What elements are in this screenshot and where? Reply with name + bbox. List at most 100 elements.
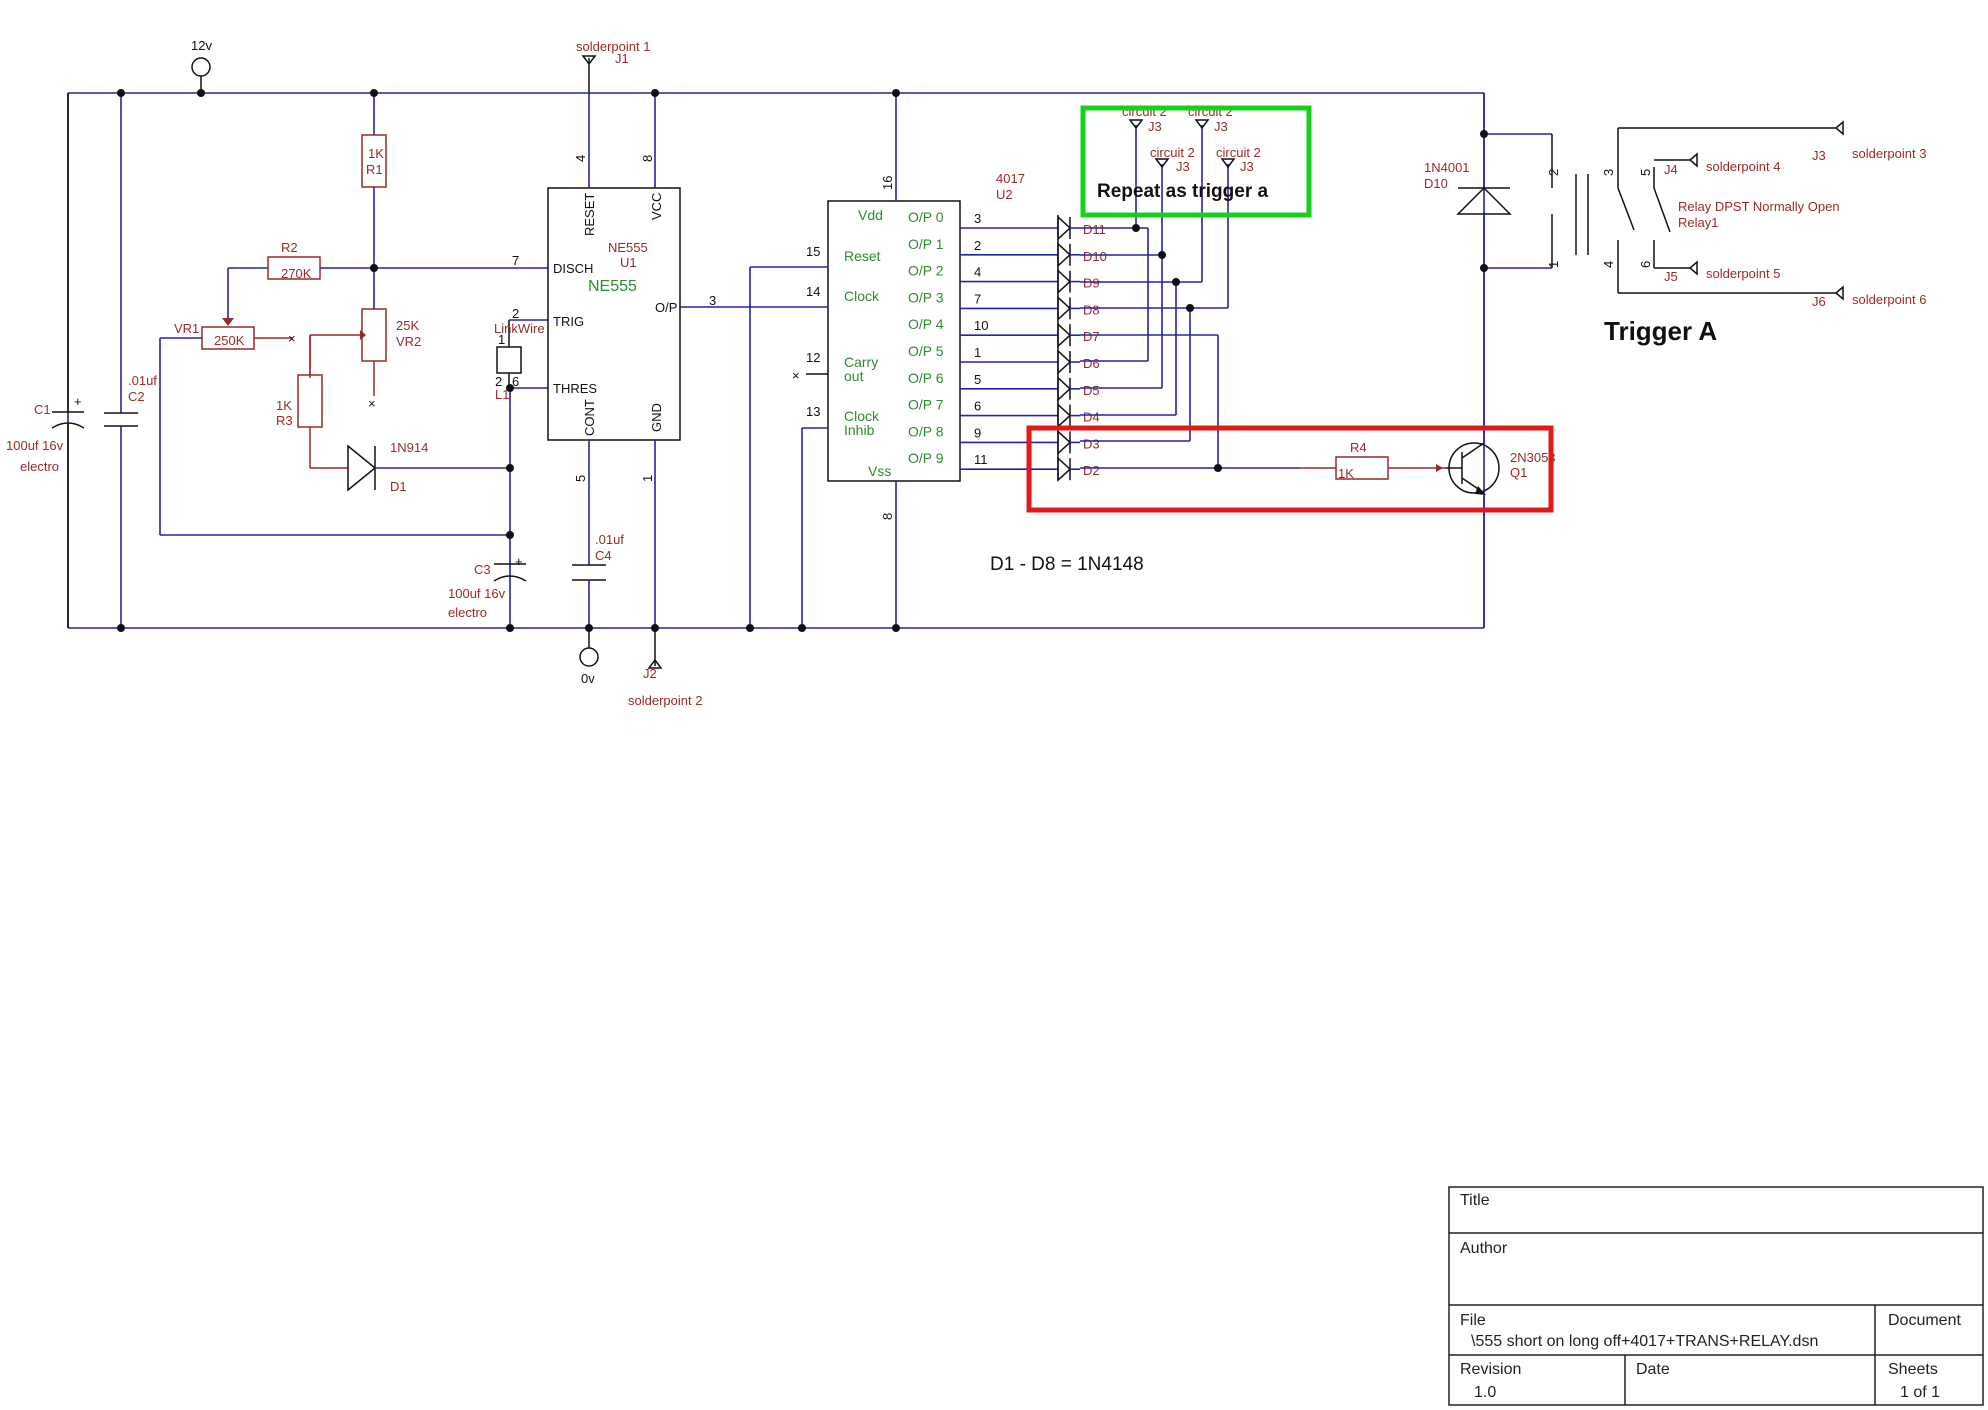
ic-ne555: NE555 U1 NE555 DISCH TRIG THRES O/P RESE… xyxy=(512,93,750,628)
file-label: File xyxy=(1460,1312,1486,1329)
circuit2-label-4: circuit 2 xyxy=(1216,145,1261,160)
u2-output-5-pinnum: 1 xyxy=(974,345,981,360)
circuit2-ref-1: J3 xyxy=(1148,119,1162,134)
date-label: Date xyxy=(1636,1361,1670,1378)
j1-ref: J1 xyxy=(615,51,629,66)
vr1-ref: VR1 xyxy=(174,321,199,336)
supply-rails xyxy=(67,92,1485,629)
circuit2-label-3: circuit 2 xyxy=(1150,145,1195,160)
c3-ref: C3 xyxy=(474,562,491,577)
r2-ref: R2 xyxy=(281,240,298,255)
u1-pinnum-8: 8 xyxy=(640,155,655,162)
diode-label-5: D6 xyxy=(1083,356,1100,371)
sheets-label: Sheets xyxy=(1888,1361,1938,1378)
relay-pin-3: 3 xyxy=(1601,169,1616,176)
u2-output-7-label: O/P 7 xyxy=(908,397,944,413)
j5-ref: J5 xyxy=(1664,269,1678,284)
relay-1: 2 3 5 1 4 6 Relay DPST Normally Open Rel… xyxy=(1484,120,1844,301)
u1-pin-thres: THRES xyxy=(553,381,597,396)
relay-pin-4: 4 xyxy=(1601,261,1616,268)
circuit2-ref-2: J3 xyxy=(1214,119,1228,134)
u2-output-5-label: O/P 5 xyxy=(908,343,944,359)
vr2-ref: VR2 xyxy=(396,334,421,349)
u2-output-7-pinnum: 6 xyxy=(974,399,981,414)
d1-ref: D1 xyxy=(390,479,407,494)
q1-value: 2N3053 xyxy=(1510,450,1556,465)
diode-d4: D4 xyxy=(1057,402,1100,429)
c2-value: .01uf xyxy=(128,373,157,388)
u1-pinnum-1: 1 xyxy=(640,475,655,482)
d10-value: 1N4001 xyxy=(1424,160,1470,175)
u2-output-4-pinnum: 10 xyxy=(974,318,988,333)
u2-output-9-pinnum: 11 xyxy=(974,452,988,467)
svg-text:×: × xyxy=(792,368,800,383)
r4-value: 1K xyxy=(1338,466,1354,481)
revision-label: Revision xyxy=(1460,1361,1521,1378)
j6-ref: J6 xyxy=(1812,294,1826,309)
svg-text:1: 1 xyxy=(498,332,505,347)
annotation-diode-note: D1 - D8 = 1N4148 xyxy=(990,554,1144,575)
diode-label-8: D3 xyxy=(1083,436,1100,451)
u1-pinnum-5: 5 xyxy=(573,475,588,482)
u2-output-1-pinnum: 2 xyxy=(974,238,981,253)
u2-output-0-label: O/P 0 xyxy=(908,209,944,225)
diode-label-2: D9 xyxy=(1083,276,1100,291)
c4-ref: C4 xyxy=(595,548,612,563)
revision-value: 1.0 xyxy=(1474,1384,1496,1401)
j6-label: solderpoint 6 xyxy=(1852,292,1926,307)
ic-4017: 4017 U2 × xyxy=(749,93,1025,628)
author-label: Author xyxy=(1460,1240,1508,1257)
r3-ref: R3 xyxy=(276,413,293,428)
title-block: Title Author File \555 short on long off… xyxy=(1448,1186,1984,1406)
u2-output-8-pinnum: 9 xyxy=(974,425,981,440)
u1-ref: U1 xyxy=(620,255,637,270)
u1-pinnum-3: 3 xyxy=(709,293,716,308)
u2-output-6-pinnum: 5 xyxy=(974,372,981,387)
diode-label-4: D7 xyxy=(1083,329,1100,344)
c1-ref: C1 xyxy=(34,402,51,417)
u2-output-2-label: O/P 2 xyxy=(908,263,944,279)
u2-part: 4017 xyxy=(996,171,1025,186)
c1-value: 100uf 16v xyxy=(6,438,64,453)
j3-ref: J3 xyxy=(1812,148,1826,163)
u2-pinnum-13: 13 xyxy=(806,404,820,419)
title-label: Title xyxy=(1460,1192,1490,1209)
annotation-repeat: Repeat as trigger a xyxy=(1097,181,1268,202)
resistor-r1: 1K R1 xyxy=(361,93,387,268)
annotation-trigger-a: Trigger A xyxy=(1604,316,1717,346)
diode-label-1: D10 xyxy=(1083,249,1107,264)
diode-d10: 1N4001 D10 xyxy=(1424,93,1512,420)
l1-value: LinkWire xyxy=(494,321,545,336)
u2-output-3-pinnum: 7 xyxy=(974,291,981,306)
u2-output-9-label: O/P 9 xyxy=(908,450,944,466)
j5-label: solderpoint 5 xyxy=(1706,266,1780,281)
u2-left-pins: Vdd16Reset15Clock14Carryout12ClockInhib1… xyxy=(806,176,895,520)
u1-pin-reset: RESET xyxy=(582,193,597,236)
u2-pinnum-14: 14 xyxy=(806,284,820,299)
c1-type: electro xyxy=(20,459,59,474)
svg-text:+: + xyxy=(74,394,82,409)
u1-pin-trig: TRIG xyxy=(553,314,584,329)
svg-text:+: + xyxy=(515,554,523,569)
relay-ref: Relay1 xyxy=(1678,215,1718,230)
c4-value: .01uf xyxy=(595,532,624,547)
diode-d1: 1N914 D1 xyxy=(347,440,510,494)
supply-12v-label: 12v xyxy=(191,38,212,53)
c3-type: electro xyxy=(448,605,487,620)
u1-pinnum-6: 6 xyxy=(512,374,519,389)
resistor-r4: R4 1K xyxy=(1300,440,1446,481)
u1-pin-vcc: VCC xyxy=(649,193,664,220)
trig-thres-wiring xyxy=(509,319,548,628)
d1-value: 1N914 xyxy=(390,440,428,455)
u1-pin-disch: DISCH xyxy=(553,261,593,276)
u2-pinnum-12: 12 xyxy=(806,350,820,365)
capacitor-c2: .01uf C2 xyxy=(104,93,157,628)
capacitor-c1: + C1 100uf 16v electro xyxy=(6,93,85,628)
circuit2-taps: circuit 2 J3 circuit 2 J3 circuit 2 J3 c… xyxy=(1122,104,1261,174)
j2-ref: J2 xyxy=(643,666,657,681)
d10-ref: D10 xyxy=(1424,176,1448,191)
relay-pin-6: 6 xyxy=(1638,261,1653,268)
diode-d6: D6 xyxy=(1057,349,1100,375)
